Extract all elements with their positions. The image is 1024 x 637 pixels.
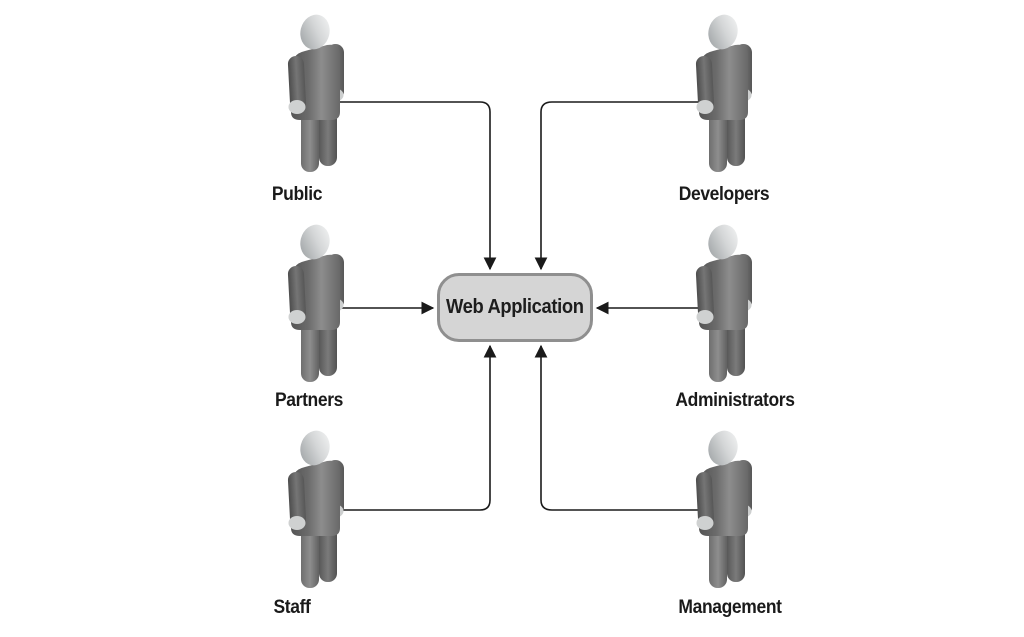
arrow-public-to-webapp [340,101,497,271]
person-icon [694,430,758,588]
person-icon [286,14,350,172]
actor-partners [286,224,350,382]
actor-label-administrators: Administrators [675,390,795,411]
person-icon [286,224,350,382]
person-icon [286,430,350,588]
actor-label-developers: Developers [678,184,770,205]
actor-staff [286,430,350,588]
web-application-node: Web Application [437,273,593,342]
actor-label-public: Public [271,184,323,205]
actor-label-partners: Partners [275,390,343,411]
web-application-node-label: Web Application [446,296,584,318]
actor-label-staff: Staff [273,597,311,618]
actor-developers [694,14,758,172]
actor-public [286,14,350,172]
person-icon [694,224,758,382]
arrow-developers-to-webapp [534,101,700,271]
actor-label-management: Management [678,597,782,618]
actor-administrators [694,224,758,382]
arrow-management-to-webapp [534,344,700,511]
actor-management [694,430,758,588]
arrow-staff-to-webapp [340,344,497,511]
person-icon [694,14,758,172]
